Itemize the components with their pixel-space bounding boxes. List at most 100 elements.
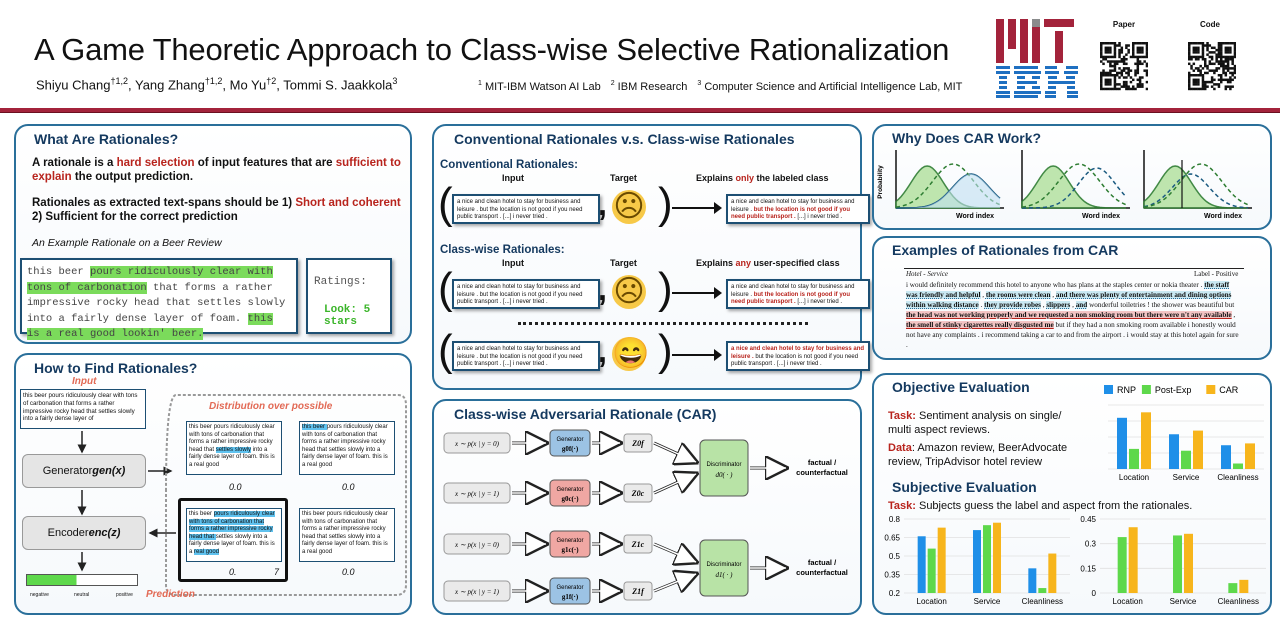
bar <box>1173 535 1182 593</box>
author-name: Shiyu Chang <box>36 77 111 93</box>
affil-name: IBM Research <box>614 80 688 93</box>
code-qr-label: Code <box>1200 20 1220 29</box>
distribution-label: Distribution over possible <box>209 401 333 412</box>
z-label: Z0c <box>631 489 645 498</box>
y-tick-label: 0 <box>1092 589 1097 598</box>
code-qr-code[interactable] <box>1188 34 1236 98</box>
bar <box>993 522 1001 593</box>
x-tick-label: Location <box>1119 473 1149 482</box>
arrow-head-icon <box>714 202 722 214</box>
generator-symbol: g1c(·) <box>561 546 579 554</box>
affil-mark: 3 <box>697 80 702 87</box>
candidate-text: pours ridiculously <box>326 511 374 517</box>
arrow-head-icon <box>714 287 722 299</box>
candidate-text: into a fairly dense layer of foam. this … <box>189 533 275 555</box>
paper-qr-code[interactable] <box>1100 34 1148 98</box>
bar <box>1233 463 1243 469</box>
plain-text: A rationale is a <box>32 157 117 169</box>
example-aspect: Hotel - Service <box>906 270 948 278</box>
candidate-text: into a fairly dense layer of foam. this … <box>302 446 388 468</box>
rationale-span: slippers <box>1046 301 1071 309</box>
candidate-text: clear with tons of carbonation that form… <box>189 424 275 453</box>
input-text-box: this beer pours ridiculously clear with … <box>20 389 146 429</box>
rationale-row: ()a nice and clean hotel to stay for bus… <box>434 265 870 319</box>
arrow-head-icon <box>714 349 722 361</box>
panel-title: Why Does CAR Work? <box>892 130 1042 146</box>
ibm-logo <box>996 66 1078 98</box>
happy-face-icon: 😄 <box>612 337 650 371</box>
input-header: Input <box>502 258 524 268</box>
definition-text: A rationale is a hard selection of input… <box>32 156 402 184</box>
bar <box>1128 527 1138 593</box>
sample-box: x ∼ p(x | y = 0) <box>443 533 511 555</box>
dotted-separator <box>518 322 808 325</box>
input-review-box: a nice and clean hotel to stay for busin… <box>452 279 600 309</box>
poster-title: A Game Theoretic Approach to Class-wise … <box>34 32 950 67</box>
author-affil-mark: †1,2 <box>204 76 223 86</box>
author-list: Shiyu Chang†1,2, Yang Zhang†1,2, Mo Yu†2… <box>36 76 398 93</box>
sample-box: x ∼ p(x | y = 0) <box>443 432 511 454</box>
legend-label: CAR <box>1219 385 1239 395</box>
arrow-line <box>672 354 716 356</box>
candidate-rationale-3: this beer pours ridiculously clear with … <box>186 508 282 562</box>
generator-block: Generator gen(x) <box>22 454 146 488</box>
right-paren: ) <box>658 326 673 375</box>
candidate-text: this beer <box>302 511 327 517</box>
legend-label: Post-Exp <box>1155 385 1192 395</box>
encoder-block: Encoder enc(z) <box>22 516 146 550</box>
rationale-span: and <box>1075 301 1088 309</box>
author-name: Yang Zhang <box>134 77 205 93</box>
candidate-text: settles slowly <box>328 533 365 540</box>
candidate-rationale-2: this beer pours ridiculously clear with … <box>299 421 395 475</box>
review-text: , <box>1231 311 1236 319</box>
input-label: Input <box>72 376 97 387</box>
comma: , <box>598 333 607 369</box>
output-rationale-box: a nice and clean hotel to stay for busin… <box>726 194 870 224</box>
x-tick-label: Service <box>1170 597 1197 606</box>
review-text: i would definitely recommend this hotel … <box>906 281 1205 289</box>
properties-text: Rationales as extracted text-spans shoul… <box>32 196 408 224</box>
selected-candidate-frame <box>178 498 288 582</box>
objective-data: Data: Amazon review, BeerAdvocate review… <box>888 442 1068 468</box>
discriminator-symbol: d0( · ) <box>716 471 734 479</box>
author-affil-mark: †1,2 <box>110 76 128 86</box>
prediction-label: Prediction <box>146 589 195 600</box>
x-tick-label: Cleanliness <box>1218 597 1259 606</box>
legend-swatch <box>1141 385 1151 394</box>
rationale-span: the smell of stinky cigarettes really di… <box>906 321 1054 329</box>
sample-box: x ∼ p(x | y = 1) <box>443 482 511 504</box>
generator-label: Generator <box>556 538 583 544</box>
bar <box>927 548 936 593</box>
right-paren: ) <box>658 264 673 313</box>
bar <box>1117 417 1127 469</box>
bar <box>1141 412 1151 469</box>
candidate-text: pours ridiculously <box>213 511 261 517</box>
sample-label: x ∼ p(x | y = 0) <box>454 541 500 549</box>
target-header: Target <box>610 258 637 268</box>
panel-title: What Are Rationales? <box>34 131 179 147</box>
ratings-label: Ratings: <box>314 276 367 288</box>
right-paren: ) <box>658 179 673 228</box>
sad-face-icon: ☹ <box>612 275 646 309</box>
legend-swatch <box>1206 385 1216 394</box>
scale-neutral: neutral <box>74 592 90 598</box>
candidate-text: settles slowly <box>215 446 252 453</box>
x-tick-label: Location <box>1113 597 1143 606</box>
classwise-label: Class-wise Rationales: <box>440 244 565 256</box>
z-label: Z1f <box>631 587 645 596</box>
rationale-span: the rooms were clean <box>985 291 1051 299</box>
review-text: this beer <box>27 266 91 278</box>
author-affil-mark: †2 <box>266 76 277 86</box>
header-divider <box>0 108 1280 113</box>
review-text: but if they had a non smoking room avail… <box>906 321 1239 349</box>
example-caption: An Example Rationale on a Beer Review <box>32 237 222 249</box>
bar <box>973 530 981 593</box>
generator-label: Generator <box>556 487 583 493</box>
candidate-prob-3: 0. <box>229 567 237 577</box>
conventional-label: Conventional Rationales: <box>440 159 579 171</box>
candidate-text: this beer <box>189 424 214 430</box>
